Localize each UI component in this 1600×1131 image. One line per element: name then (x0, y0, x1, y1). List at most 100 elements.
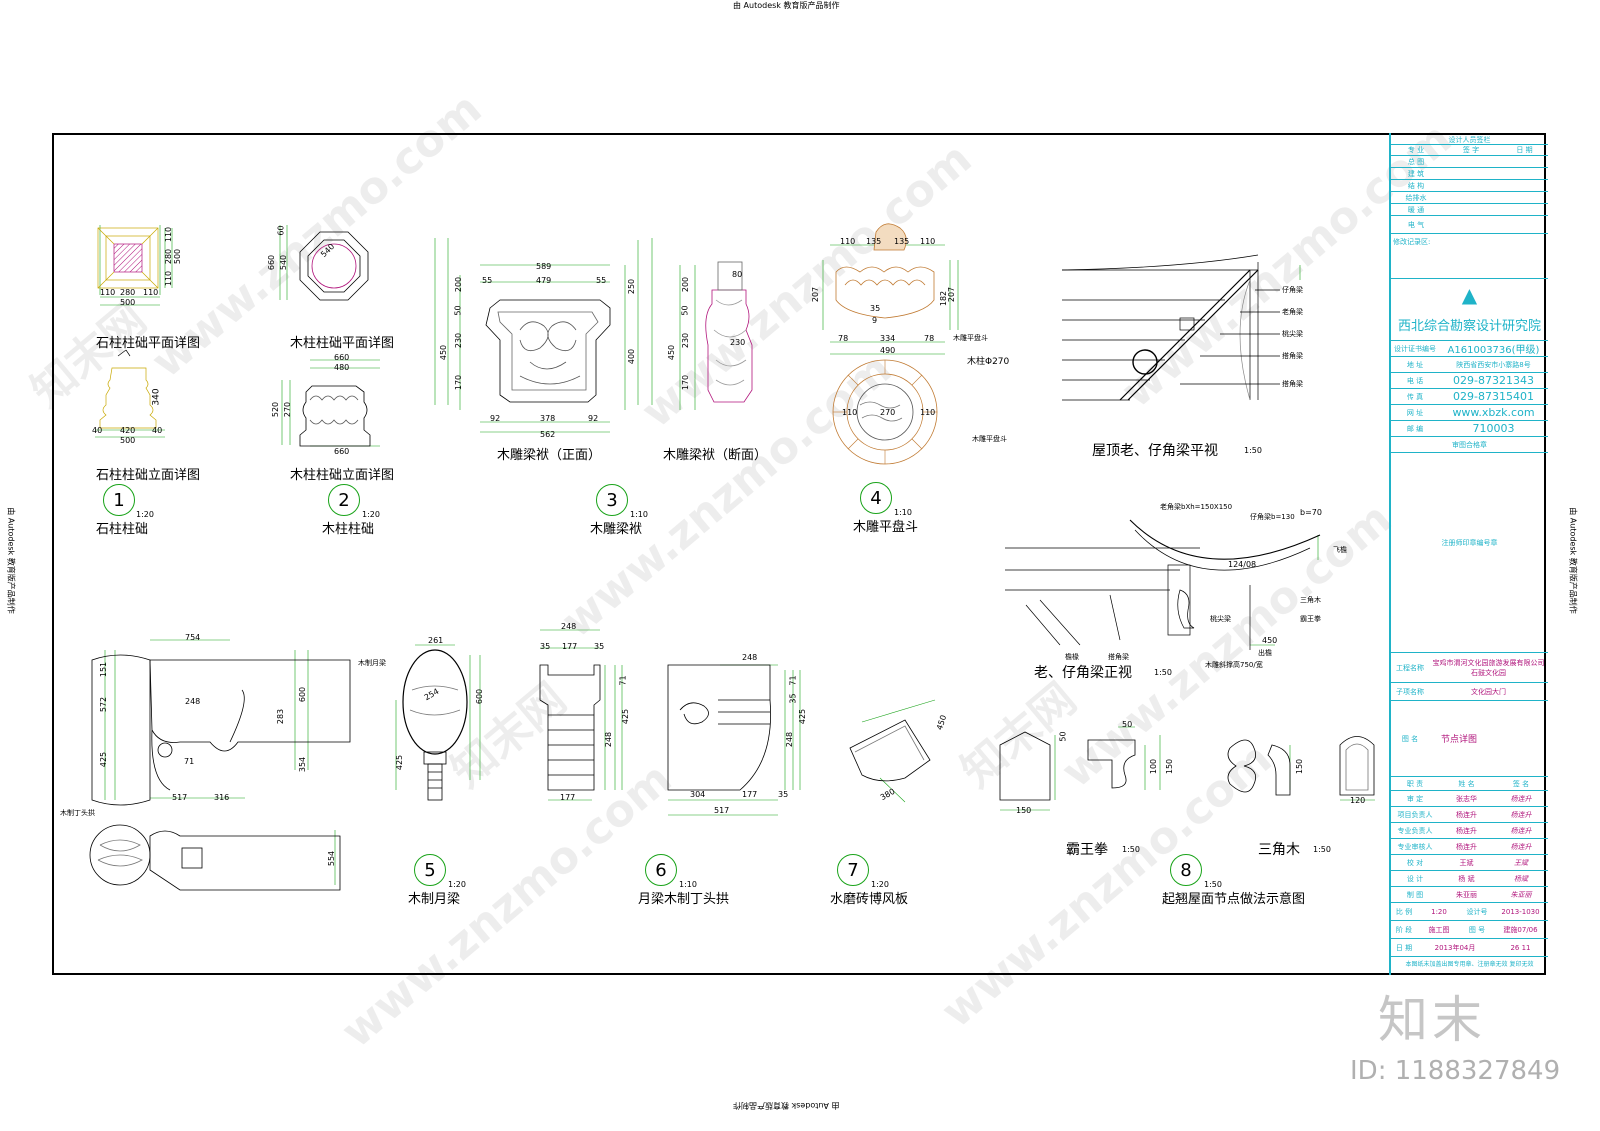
dimension: 110 (164, 226, 174, 243)
tb-role: 项目负责人杨连升杨连升 (1391, 807, 1548, 823)
tb-meta-v2: 2013-1030 (1501, 907, 1540, 916)
tb-role-s: 杨连升 (1510, 842, 1532, 851)
annotation: 檐椽 (1065, 653, 1079, 661)
part3-front-label: 木雕梁袱（正面） (497, 448, 602, 463)
tb-role-n: 朱亚丽 (1456, 890, 1477, 899)
annotation: 出檐 (1258, 649, 1272, 657)
tb-row-label: 结 构 (1407, 181, 1425, 190)
tb-meta-k2: 图 号 (1468, 925, 1486, 934)
part1-plan-label: 石柱柱础平面详图 (96, 336, 201, 351)
dimension: 71 (184, 757, 195, 766)
dimension: 562 (540, 430, 556, 439)
dimension: 572 (99, 696, 109, 713)
dimension: 50 (1058, 731, 1068, 742)
brand-logo: 知末 (1378, 991, 1486, 1049)
tb-info-k: 电 话 (1406, 376, 1424, 385)
dimension: 78 (838, 334, 849, 343)
tb-meta: 阶 段施工图图 号建施07/06 (1391, 921, 1548, 939)
annotation: 桃尖梁 (1210, 615, 1231, 623)
part-scale: 1:20 (136, 510, 154, 519)
tb-meta-k: 日 期 (1395, 943, 1413, 952)
tb-role: 专业审核人杨连升杨连升 (1391, 839, 1548, 855)
part-title: 木雕平盘斗 (853, 520, 919, 535)
dimension: 378 (540, 414, 556, 423)
dimension: 9 (872, 316, 878, 325)
part1-elevation-label: 石柱柱础立面详图 (96, 468, 201, 483)
dimension: 78 (924, 334, 935, 343)
part-scale: 1:10 (894, 508, 912, 517)
tb-meta-k2: 设计号 (1466, 907, 1488, 916)
tb-role-r: 制 图 (1406, 890, 1424, 899)
dimension: 450 (439, 344, 449, 361)
dimension: 270 (283, 401, 293, 418)
tb-role-r: 设 计 (1406, 874, 1424, 883)
dimension: 35 (594, 642, 605, 651)
dimension: 150 (1295, 758, 1305, 775)
part-number: 1 (103, 484, 135, 516)
dimension: 207 (811, 286, 821, 303)
tb-role: 制 图朱亚丽朱亚丽 (1391, 887, 1548, 903)
tb-stamp1: 审图合格章 (1391, 437, 1548, 453)
dimension: 280 (164, 248, 174, 265)
tb-role-s: 杨连升 (1510, 794, 1532, 803)
tb-role-n: 杨连升 (1456, 826, 1477, 835)
dimension: 170 (681, 374, 691, 391)
part-title: 起翘屋面节点做法示意图 (1162, 892, 1306, 907)
tb-footer: 本图纸未加盖出图专用章、注册章无效 复印无效 (1405, 961, 1534, 968)
dimension: 660 (334, 353, 350, 362)
part2-elevation-label: 木柱柱础立面详图 (290, 468, 395, 483)
part-scale: 1:10 (630, 510, 648, 519)
dimension: 200 (681, 276, 691, 293)
tb-info-v: 陕西省西安市小寨路8号 (1456, 360, 1531, 369)
annotation: 木雕平盘斗 (953, 334, 988, 342)
annotation: 老角梁 (1282, 308, 1303, 316)
tb-project-k: 工程名称 (1396, 663, 1424, 672)
tb-role-r: 专业审核人 (1397, 842, 1433, 851)
dimension: 660 (334, 447, 350, 456)
edge-note-top: 由 Autodesk 教育版产品制作 (733, 1, 840, 10)
dimension: 500 (120, 436, 136, 445)
tb-role-n: 王斌 (1459, 858, 1474, 867)
dimension: 248 (604, 731, 614, 748)
tb-row: 给排水 (1391, 192, 1548, 204)
dimension: 250 (627, 278, 637, 295)
tb-info: 地 址 陕西省西安市小寨路8号 (1391, 357, 1548, 373)
part3-section-label: 木雕梁袱（断面） (663, 448, 768, 463)
tb-info-v: 710003 (1472, 422, 1515, 435)
tb-meta-k: 比 例 (1395, 907, 1413, 916)
tb-info-k: 地 址 (1406, 360, 1424, 369)
dimension: 110 (164, 270, 174, 287)
annotation: 三角木 (1300, 596, 1321, 604)
dimension: 660 (267, 254, 277, 271)
annotation: 搭角梁 (1282, 380, 1303, 388)
part-number: 4 (860, 482, 892, 514)
tb-role-n: 杨 斌 (1458, 874, 1475, 883)
dimension: 110 (842, 408, 858, 417)
dimension: 230 (681, 332, 691, 349)
tb-row: 结 构 (1391, 180, 1548, 192)
part-number: 5 (414, 854, 446, 886)
tb-role-r: 校 对 (1406, 858, 1424, 867)
tb-role-n: 张志华 (1456, 794, 1477, 803)
tb-sub-v: 文化园大门 (1471, 687, 1506, 696)
tb-role-s: 杨斌 (1514, 874, 1528, 883)
dimension: 230 (730, 338, 746, 347)
dimension: 540 (279, 254, 289, 271)
dimension: 55 (482, 276, 493, 285)
dimension: 60 (276, 225, 286, 236)
dimension: 177 (742, 790, 758, 799)
part2-plan-label: 木柱柱础平面详图 (290, 336, 395, 351)
dimension: 170 (454, 374, 464, 391)
part-scale: 1:10 (679, 880, 697, 889)
dimension: 554 (327, 850, 337, 867)
part-number: 7 (837, 854, 869, 886)
dimension: 600 (298, 686, 308, 703)
annotation: 124/08 (1228, 560, 1257, 569)
dimension: 400 (627, 348, 637, 365)
bawang-title: 霸王拳 (1066, 842, 1108, 858)
tb-meta-v2: 建施07/06 (1503, 925, 1538, 934)
